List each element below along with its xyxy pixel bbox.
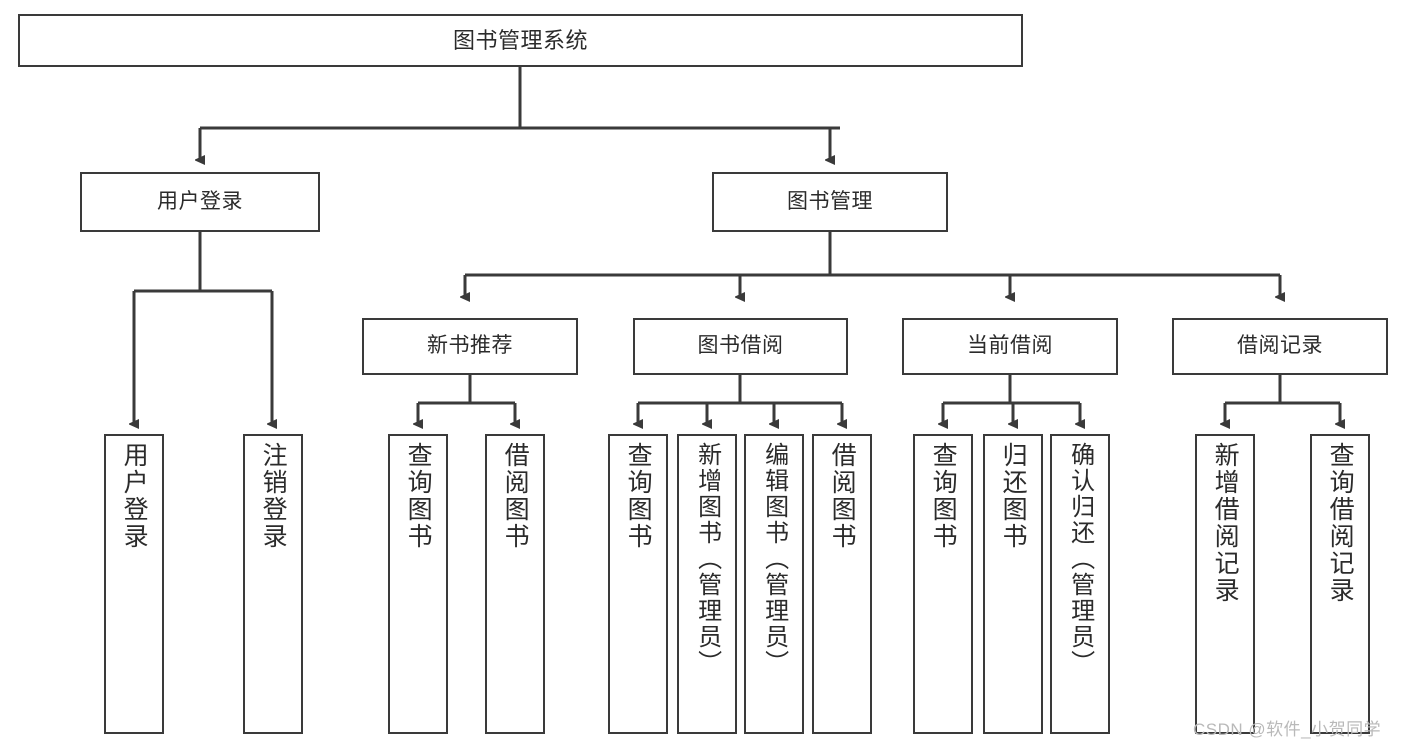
node-user-login[interactable]: 用户登录 (80, 172, 320, 232)
node-leaf-query-book-2-label: 查询图书 (624, 442, 653, 550)
node-new-book-rec[interactable]: 新书推荐 (362, 318, 578, 375)
node-leaf-add-record-label: 新增借阅记录 (1211, 442, 1240, 604)
node-leaf-add-book-label: 新增图书（管理员） (693, 442, 721, 676)
node-leaf-logout[interactable]: 注销登录 (243, 434, 303, 734)
node-leaf-query-book-3-label: 查询图书 (929, 442, 958, 550)
node-leaf-borrow-book-2-label: 借阅图书 (828, 442, 857, 550)
node-leaf-edit-book-label: 编辑图书（管理员） (760, 442, 788, 676)
node-leaf-query-book-1-label: 查询图书 (404, 442, 433, 550)
watermark-text: CSDN @软件_小贺同学 (1193, 720, 1382, 739)
node-leaf-query-record-label: 查询借阅记录 (1326, 442, 1355, 604)
node-leaf-borrow-book-1[interactable]: 借阅图书 (485, 434, 545, 734)
node-leaf-user-login-label: 用户登录 (120, 442, 149, 550)
node-root-label: 图书管理系统 (452, 27, 588, 53)
node-leaf-user-login[interactable]: 用户登录 (104, 434, 164, 734)
node-book-manage-label: 图书管理 (787, 189, 873, 213)
node-leaf-query-book-2[interactable]: 查询图书 (608, 434, 668, 734)
node-book-borrow-label: 图书借阅 (697, 334, 784, 358)
node-leaf-edit-book[interactable]: 编辑图书（管理员） (744, 434, 804, 734)
node-leaf-query-record[interactable]: 查询借阅记录 (1310, 434, 1370, 734)
node-leaf-borrow-book-2[interactable]: 借阅图书 (812, 434, 872, 734)
node-leaf-logout-label: 注销登录 (259, 442, 288, 550)
node-new-book-rec-label: 新书推荐 (427, 334, 513, 358)
node-leaf-confirm-return[interactable]: 确认归还（管理员） (1050, 434, 1110, 734)
node-leaf-borrow-book-1-label: 借阅图书 (501, 442, 530, 550)
node-current-borrow-label: 当前借阅 (967, 334, 1053, 358)
node-leaf-add-book[interactable]: 新增图书（管理员） (677, 434, 737, 734)
node-borrow-record[interactable]: 借阅记录 (1172, 318, 1388, 375)
node-leaf-query-book-1[interactable]: 查询图书 (388, 434, 448, 734)
node-leaf-return-book-label: 归还图书 (999, 442, 1028, 550)
node-book-borrow[interactable]: 图书借阅 (633, 318, 848, 375)
node-leaf-add-record[interactable]: 新增借阅记录 (1195, 434, 1255, 734)
node-leaf-confirm-return-label: 确认归还（管理员） (1066, 442, 1094, 676)
node-leaf-query-book-3[interactable]: 查询图书 (913, 434, 973, 734)
node-borrow-record-label: 借阅记录 (1237, 334, 1323, 358)
node-book-manage[interactable]: 图书管理 (712, 172, 948, 232)
node-current-borrow[interactable]: 当前借阅 (902, 318, 1118, 375)
node-root[interactable]: 图书管理系统 (18, 14, 1023, 67)
node-user-login-label: 用户登录 (157, 189, 243, 213)
node-leaf-return-book[interactable]: 归还图书 (983, 434, 1043, 734)
